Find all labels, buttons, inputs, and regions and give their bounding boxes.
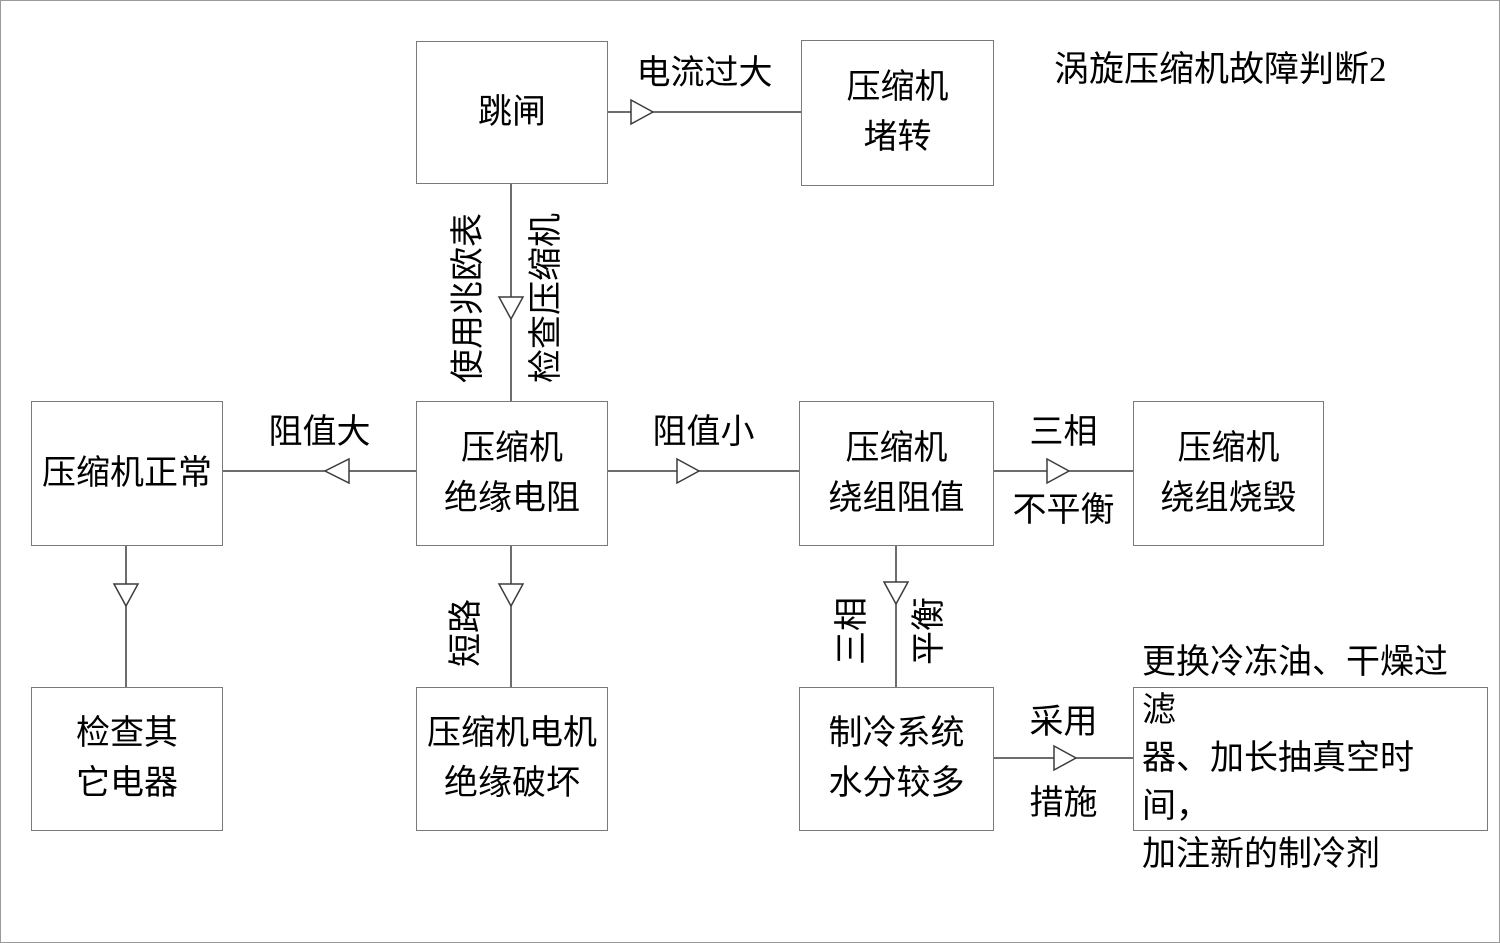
edge-label-adopt: 采用: [1029, 704, 1098, 741]
node-compressor-stall: 压缩机 堵转: [801, 40, 994, 186]
node-insulation-resistance: 压缩机 绝缘电阻: [416, 401, 608, 546]
arrowhead-right-icon: [1046, 457, 1071, 485]
node-remedy: 更换冷冻油、干燥过滤 器、加长抽真空时间， 加注新的制冷剂: [1133, 644, 1488, 873]
edge-label-measures: 措施: [1029, 785, 1098, 822]
node-check-other-electrics: 检查其 它电器: [31, 687, 223, 831]
arrowhead-right-icon: [676, 457, 701, 485]
edge-label-resistance-small: 阻值小: [652, 414, 755, 451]
node-motor-insulation-damaged: 压缩机电机 绝缘破坏: [416, 687, 608, 831]
edge-label-unbalanced: 不平衡: [1012, 492, 1115, 529]
edge-label-resistance-large: 阻值大: [268, 414, 371, 451]
arrowhead-down-icon: [497, 583, 525, 608]
arrowhead-down-icon: [882, 581, 910, 606]
edge-label-three-phase-v: 三相: [834, 597, 871, 665]
arrowhead-right-icon: [1053, 744, 1078, 772]
arrowhead-right-icon: [630, 98, 655, 126]
diagram-title: 涡旋压缩机故障判断2: [1054, 50, 1387, 89]
edge-label-three-phase: 三相: [1029, 414, 1098, 451]
arrowhead-down-icon: [112, 583, 140, 608]
edge-label-use-megohmmeter: 使用兆欧表: [450, 213, 487, 383]
node-trip: 跳闸: [416, 41, 608, 184]
edge-label-overcurrent: 电流过大: [636, 55, 773, 92]
arrowhead-left-icon: [323, 457, 350, 485]
node-winding-burned: 压缩机 绕组烧毁: [1133, 401, 1324, 546]
arrowhead-down-icon: [497, 296, 525, 321]
edge-label-short-circuit: 短路: [448, 599, 485, 667]
node-winding-resistance: 压缩机 绕组阻值: [799, 401, 994, 546]
node-compressor-normal: 压缩机正常: [31, 401, 223, 546]
edge-label-check-compressor: 检查压缩机: [528, 213, 565, 383]
edge-label-balanced: 平衡: [911, 597, 948, 665]
node-system-moisture: 制冷系统 水分较多: [799, 687, 994, 831]
